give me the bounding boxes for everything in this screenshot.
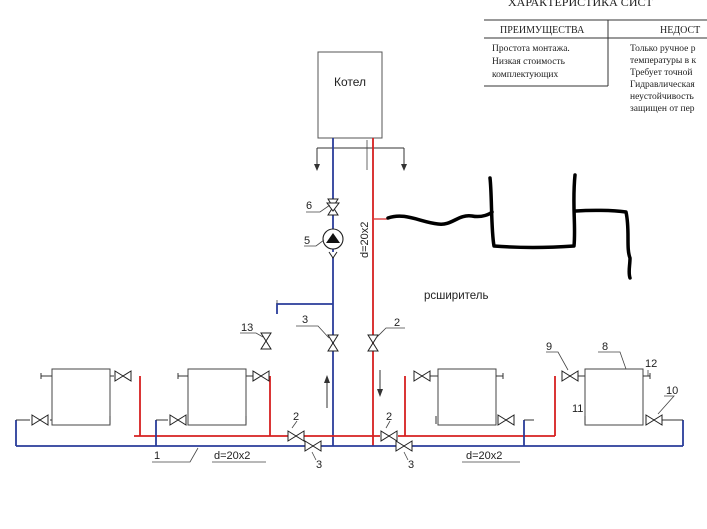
- radiator: [584, 368, 644, 426]
- callout-6: 6: [306, 200, 312, 212]
- radiator: [187, 368, 247, 426]
- return-radiator-branch-pipes: [15, 420, 684, 446]
- table-title: ХАРАКТЕРИСТИКА СИСТ: [508, 0, 653, 9]
- table-header-advantages: ПРЕИМУЩЕСТВА: [500, 25, 585, 36]
- pump-filter-icon: [328, 251, 338, 259]
- return-riser-valve-icon: [327, 334, 339, 352]
- advantage-line: Простота монтажа.: [492, 44, 570, 54]
- leader-6: [306, 204, 331, 213]
- right-main-diameter-label: d=20x2: [466, 450, 502, 462]
- leader-2-right: [385, 420, 391, 429]
- boiler-header: [314, 147, 407, 171]
- callout-1: 1: [154, 450, 160, 462]
- arrow-down-icon: [401, 164, 407, 171]
- callout-12: 12: [645, 358, 657, 370]
- check-valve-fill: [326, 202, 340, 212]
- air-vent-branch-pipe: [276, 303, 333, 314]
- leader-8: [598, 351, 627, 370]
- disadvantage-line: защищен от пер: [630, 104, 695, 114]
- radiator-valve-icon: [252, 370, 270, 382]
- air-vent-valve-icon: [260, 332, 272, 350]
- radiators: [40, 368, 651, 426]
- radiator-valve-icon: [497, 414, 515, 426]
- callout-leaders: [152, 140, 675, 463]
- callout-10: 10: [666, 385, 678, 397]
- air-vent-icon: [40, 373, 52, 379]
- callout-3-riser: 3: [302, 314, 308, 326]
- disadvantage-line: Гидравлическая: [630, 80, 695, 90]
- callout-13: 13: [241, 322, 253, 334]
- expansion-tank-marker-stroke: [386, 210, 494, 226]
- advantage-line: Низкая стоимость: [492, 57, 566, 67]
- handwritten-expansion-tank-sketch: рсширитель: [374, 173, 632, 302]
- supply-main-valve-left-icon: [287, 430, 305, 442]
- supply-main-valve-right-icon: [380, 430, 398, 442]
- leader-3-right: [403, 451, 409, 461]
- pump-triangle-icon: [326, 233, 340, 243]
- leader-3-left: [311, 451, 317, 461]
- air-vent-icon: [643, 373, 651, 379]
- callout-numbers: 6 5 13 3 2 9 8 12 10 11 1 2 3 2 3: [154, 200, 678, 471]
- callout-2-right: 2: [386, 411, 392, 423]
- flow-arrows: [324, 370, 383, 408]
- riser-diameter-label: d=20x2: [359, 222, 371, 258]
- radiator-valve-icon: [561, 370, 579, 382]
- supply-riser-valve-icon: [367, 334, 379, 352]
- boiler: Котел: [317, 51, 383, 139]
- boiler-label: Котел: [334, 75, 366, 89]
- callout-2-riser: 2: [394, 317, 400, 329]
- callout-2-left: 2: [293, 411, 299, 423]
- leader-9: [546, 351, 569, 371]
- leader-3-riser: [296, 325, 330, 339]
- radiator-valve-icon: [645, 414, 663, 426]
- leader-1: [152, 447, 199, 463]
- arrow-down-icon: [377, 389, 383, 397]
- supply-radiator-branch-pipes: [139, 376, 556, 436]
- circulation-pump: [322, 228, 344, 259]
- expansion-tank-marker-stroke: [574, 208, 632, 280]
- handwritten-note: рсширитель: [424, 290, 488, 302]
- air-vent-icon: [496, 373, 504, 379]
- return-main-valve-left-icon: [304, 440, 322, 452]
- leader-2-riser: [375, 327, 405, 339]
- leader-13: [240, 332, 264, 338]
- disadvantage-line: Только ручное р: [630, 44, 696, 54]
- disadvantage-line: Требует точной: [630, 67, 692, 78]
- disadvantage-line: неустойчивость: [630, 91, 695, 102]
- radiator: [437, 368, 497, 426]
- radiator-valve-icon: [169, 414, 187, 426]
- expansion-tank-marker-stroke: [488, 173, 577, 250]
- radiator-valve-icon: [114, 370, 132, 382]
- callout-9: 9: [546, 341, 552, 353]
- radiator: [51, 368, 111, 426]
- callout-8: 8: [602, 341, 608, 353]
- return-main-valve-right-icon: [395, 440, 413, 452]
- callout-5: 5: [304, 235, 310, 247]
- callout-11: 11: [572, 403, 583, 415]
- leader-2-left: [291, 420, 298, 429]
- disadvantage-line: температуры в к: [630, 56, 697, 66]
- leader-5: [304, 239, 325, 247]
- air-vent-icon: [177, 373, 188, 379]
- callout-3-left: 3: [316, 459, 322, 471]
- callout-3-right: 3: [408, 459, 414, 471]
- arrow-up-icon: [324, 375, 330, 383]
- radiator-valve-icon: [31, 414, 49, 426]
- advantage-line: комплектующих: [492, 70, 559, 80]
- characteristics-table: ХАРАКТЕРИСТИКА СИСТ ПРЕИМУЩЕСТВА НЕДОСТ …: [484, 0, 707, 114]
- table-header-disadvantages: НЕДОСТ: [660, 25, 700, 36]
- boiler-body: [317, 51, 383, 139]
- radiator-valve-icon: [413, 370, 431, 382]
- left-main-diameter-label: d=20x2: [214, 450, 250, 462]
- arrow-down-icon: [314, 164, 320, 171]
- leader-10: [657, 395, 675, 415]
